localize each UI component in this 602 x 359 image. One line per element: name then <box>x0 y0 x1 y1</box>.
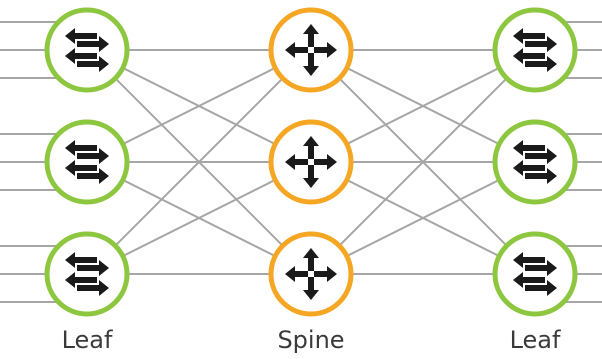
leaf-node-ring <box>44 119 130 205</box>
leaf-node-ring <box>492 231 578 317</box>
spine-node-ring <box>268 231 354 317</box>
left-column-label: Leaf <box>62 326 113 354</box>
leaf-node-ring <box>44 231 130 317</box>
leaf-node-ring <box>44 7 130 93</box>
middle-spine-node-1 <box>268 7 354 93</box>
right-leaf-node-1 <box>492 7 578 93</box>
right-leaf-node-3 <box>492 231 578 317</box>
left-leaf-node-3 <box>44 231 130 317</box>
right-column-label: Leaf <box>510 326 561 354</box>
middle-column-label: Spine <box>277 326 344 354</box>
middle-spine-node-3 <box>268 231 354 317</box>
middle-spine-node-2 <box>268 119 354 205</box>
right-leaf-node-2 <box>492 119 578 205</box>
left-leaf-spine-link <box>86 49 312 275</box>
left-leaf-node-2 <box>44 119 130 205</box>
left-leaf-node-1 <box>44 7 130 93</box>
spine-node-ring <box>268 7 354 93</box>
network-nodes <box>44 7 578 317</box>
leaf-node-ring <box>492 119 578 205</box>
leaf-node-ring <box>492 7 578 93</box>
spine-node-ring <box>268 119 354 205</box>
spine-right-leaf-link <box>310 49 536 275</box>
